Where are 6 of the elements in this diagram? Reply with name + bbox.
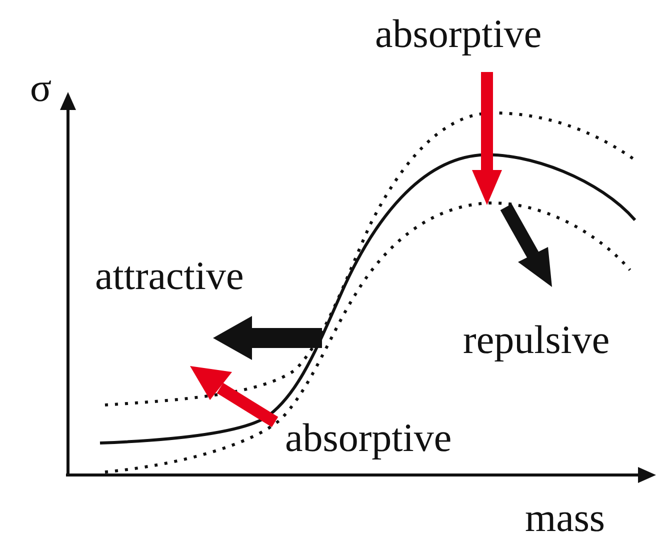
annotation-text: absorptive [375, 14, 542, 54]
axis-label: mass [525, 498, 605, 538]
axis-label: σ [30, 68, 52, 108]
annotation-text: absorptive [285, 418, 452, 458]
annotation-text: repulsive [463, 320, 610, 360]
annotation-text: attractive [95, 256, 244, 296]
